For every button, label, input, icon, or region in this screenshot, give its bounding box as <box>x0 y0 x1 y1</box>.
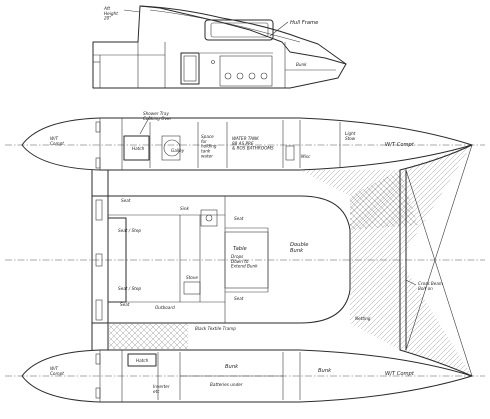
bunk-bottom-right-label: Bunk <box>318 368 332 374</box>
bunk-bottom-label: Bunk <box>225 364 239 370</box>
hatch-bottom-label: Hatch <box>136 358 149 363</box>
outboard-label: Outboard <box>155 305 175 310</box>
sink-label: Sink <box>180 206 189 211</box>
stove-label: Stove <box>186 275 198 280</box>
black-trampoline-label: Black Textile Tramp <box>195 326 236 331</box>
wt-compt-bottom-right-label: W/T Compt <box>385 371 415 377</box>
wt-compt-right-top-label: W/T Compt <box>385 142 415 148</box>
seat-step-top-label: Seat / Step <box>118 228 141 233</box>
netting-label: Netting <box>355 316 371 321</box>
seat-right-top-label: Seat <box>234 216 244 221</box>
netting-fwd-hatch <box>350 170 418 230</box>
batteries-label: Batteries under <box>210 382 243 387</box>
table-label: Table <box>233 246 247 252</box>
seat-top-label: Seat <box>121 198 131 203</box>
galley-label: Galley <box>171 148 185 153</box>
misc-stow-label: Misc <box>301 154 311 159</box>
hatch-top-label: Hatch <box>132 146 145 151</box>
seat-step-bottom-label: Seat / Step <box>118 286 141 291</box>
hull-frame-label: Hull Frame <box>290 20 318 26</box>
seat-right-bottom-label: Seat <box>234 296 244 301</box>
trampoline-hatch <box>108 323 188 350</box>
netting-hatch-bg <box>300 145 472 376</box>
seat-left-bottom-label: Seat <box>120 302 130 307</box>
bunk-top-label: Bunk <box>296 62 307 67</box>
